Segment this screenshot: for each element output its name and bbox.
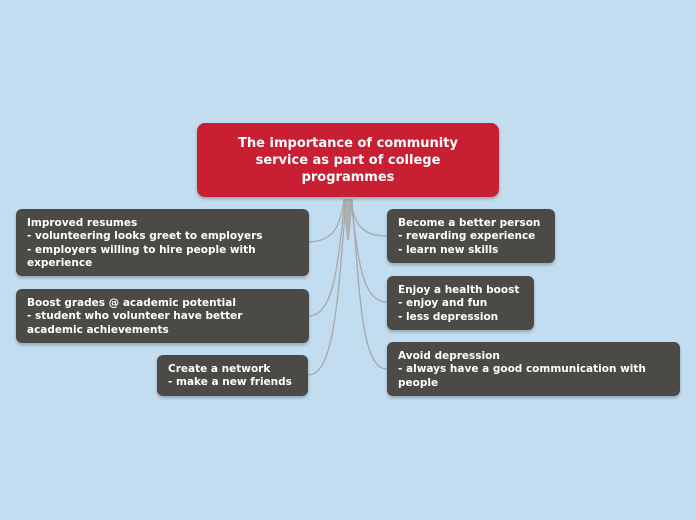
topic-boost-grades[interactable]: Boost grades @ academic potential - stud… [16,289,309,343]
connector-create-network [307,199,347,376]
topic-title: Boost grades @ academic potential [27,297,236,309]
connector-better-person [349,199,388,237]
topic-line: - employers willing to hire people with … [27,243,256,269]
topic-line: - make a new friends [168,376,292,389]
connector-improved-resumes [308,199,345,243]
topic-improved-resumes[interactable]: Improved resumes - volunteering looks gr… [16,209,309,276]
connector-boost-grades [308,199,346,317]
topic-line: - learn new skills [398,243,499,256]
topic-title: Avoid depression [398,350,500,362]
topic-avoid-depression[interactable]: Avoid depression - always have a good co… [387,342,680,396]
connector-avoid-depression [351,199,388,370]
topic-create-network[interactable]: Create a network - make a new friends [157,355,308,396]
topic-title: Become a better person [398,217,541,229]
topic-title: Create a network [168,363,271,375]
central-topic[interactable]: The importance of community service as p… [197,123,499,197]
topic-title: Enjoy a health boost [398,284,520,296]
topic-line: - less depression [398,310,499,323]
topic-title: Improved resumes [27,217,138,229]
topic-line: - rewarding experience [398,230,536,243]
central-topic-title: The importance of community service as p… [238,136,458,185]
topic-health-boost[interactable]: Enjoy a health boost - enjoy and fun - l… [387,276,534,330]
topic-line: - always have a good communication with … [398,363,646,389]
topic-better-person[interactable]: Become a better person - rewarding exper… [387,209,555,263]
connector-fan [343,199,353,240]
topic-line: - volunteering looks greet to employers [27,230,263,243]
topic-line: - enjoy and fun [398,297,488,310]
topic-line: - student who volunteer have better acad… [27,310,243,336]
